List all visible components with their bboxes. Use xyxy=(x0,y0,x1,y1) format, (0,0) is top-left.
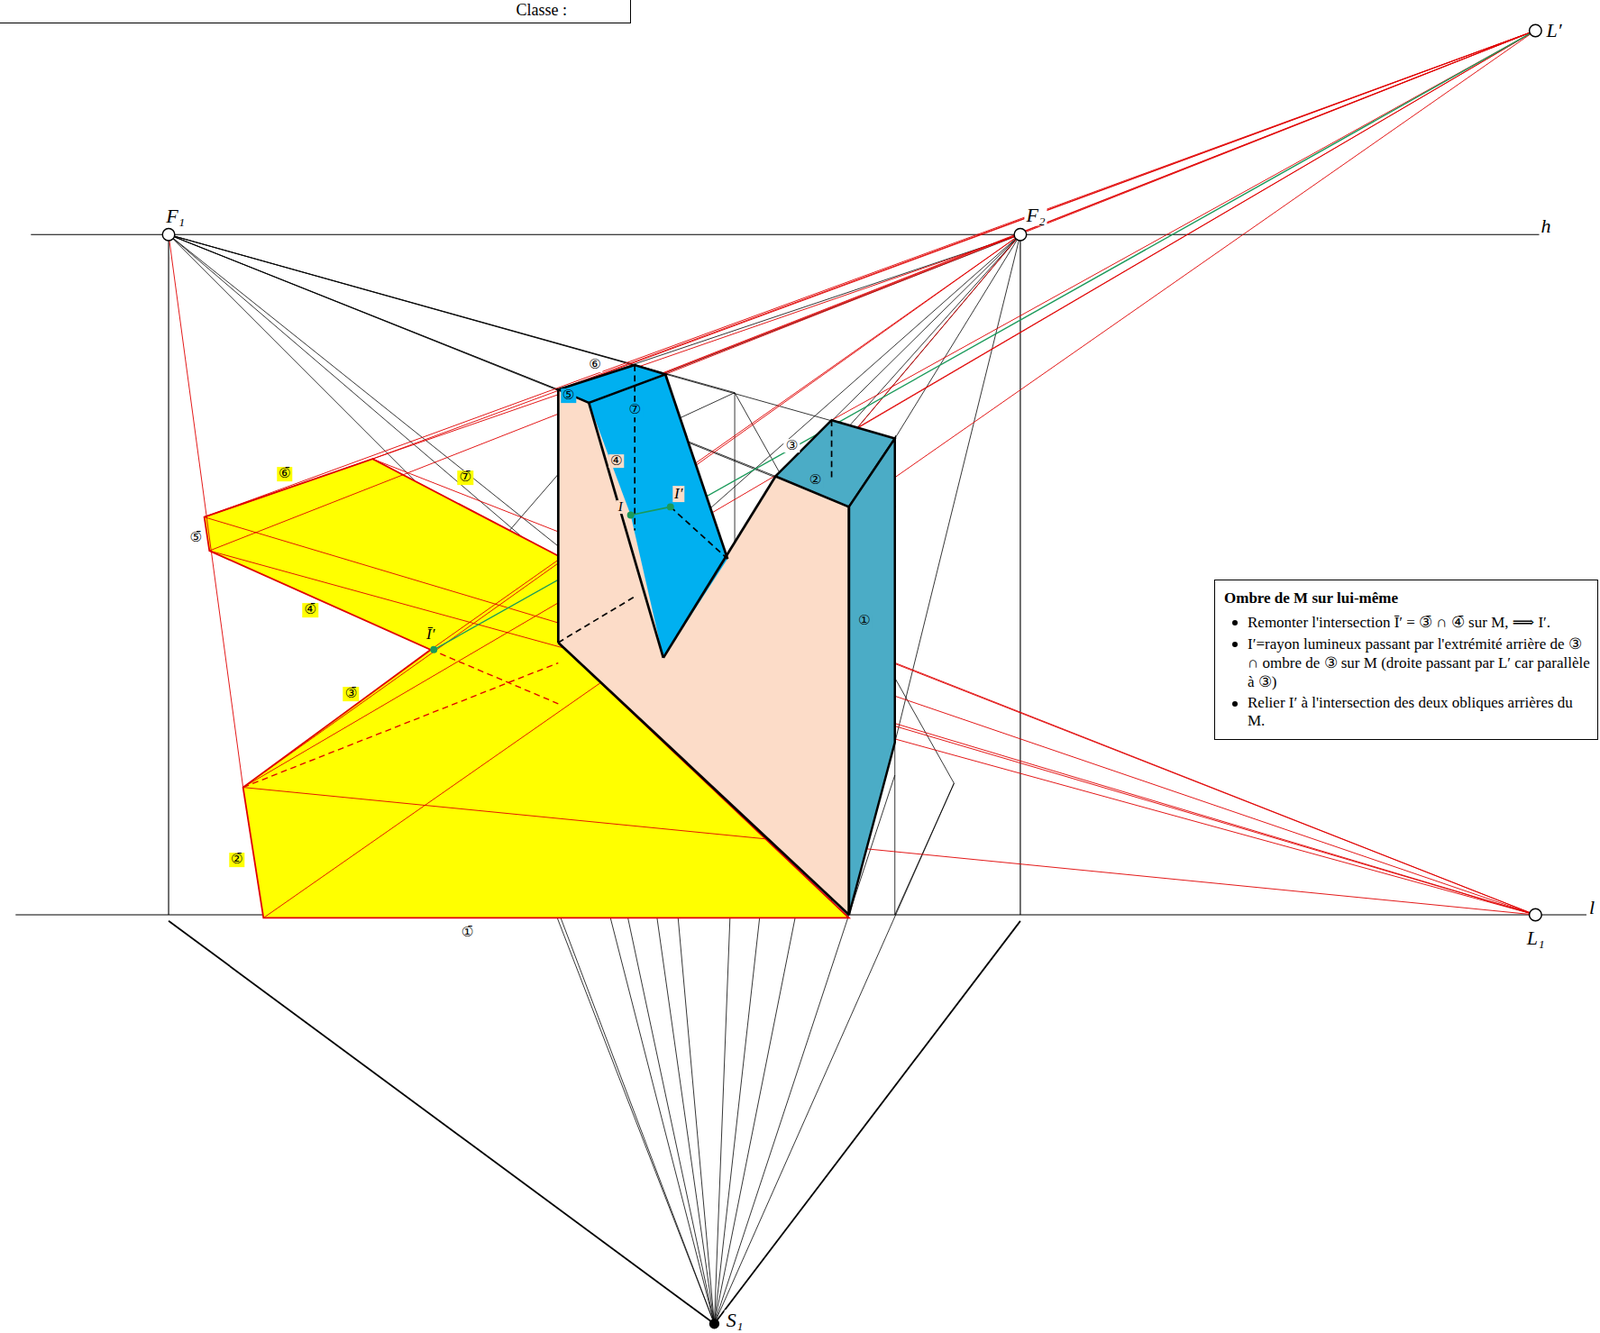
bullet-dot xyxy=(1232,641,1238,648)
point-label: S₁ xyxy=(724,1309,746,1331)
callout-number: ⑦ xyxy=(626,402,642,418)
note-box: Ombre de M sur lui-mêmeRemonter l'inters… xyxy=(1214,579,1599,741)
callout-number: ③ xyxy=(784,438,800,454)
bullet-dot xyxy=(1232,701,1238,707)
bullet-row: Remonter l'intersection Ī′ = ③̄ ∩ ④̄ sur… xyxy=(1224,612,1591,632)
callout-number: ⑥̄ xyxy=(276,467,293,483)
callout-number: ② xyxy=(807,473,823,488)
class-box: Classe : xyxy=(0,0,631,24)
callout-number: ④̄ xyxy=(301,603,318,618)
bullet-dot xyxy=(1232,620,1238,626)
point-label: F₁ xyxy=(164,205,187,227)
point-label: L′ xyxy=(1545,19,1564,41)
callout-number: ⑤̄ xyxy=(188,530,204,546)
callout-number: ⑥ xyxy=(586,357,603,373)
point-label: I xyxy=(616,500,625,515)
callout-number: ①̄ xyxy=(459,925,476,941)
point-label: I′ xyxy=(672,485,685,503)
callout-number: ②̄ xyxy=(228,852,245,868)
point-label: h xyxy=(1539,216,1554,238)
bullet-row: I′=rayon lumineux passant par l'extrémit… xyxy=(1224,634,1591,692)
point-label: L₁ xyxy=(1525,928,1547,950)
class-field: Classe : xyxy=(7,0,567,20)
callout-number: ① xyxy=(856,614,872,630)
callout-number: ④ xyxy=(608,454,624,469)
point-label: F₂ xyxy=(1024,204,1047,226)
callout-number: ⑦̄ xyxy=(457,470,473,485)
note-bullet: I′=rayon lumineux passant par l'extrémit… xyxy=(1247,634,1591,692)
note-bullet: Relier I′ à l'intersection des deux obli… xyxy=(1247,694,1591,731)
note-bullet: Remonter l'intersection Ī′ = ③̄ ∩ ④̄ sur… xyxy=(1247,612,1591,632)
callout-number: ③̄ xyxy=(343,686,359,702)
note-heading: Ombre de M sur lui-même xyxy=(1224,589,1591,608)
bullet-row: Relier I′ à l'intersection des deux obli… xyxy=(1224,694,1591,731)
point-label: Ī′ xyxy=(424,626,437,643)
point-label: l xyxy=(1587,897,1597,919)
callout-number: ⑤ xyxy=(560,388,576,403)
